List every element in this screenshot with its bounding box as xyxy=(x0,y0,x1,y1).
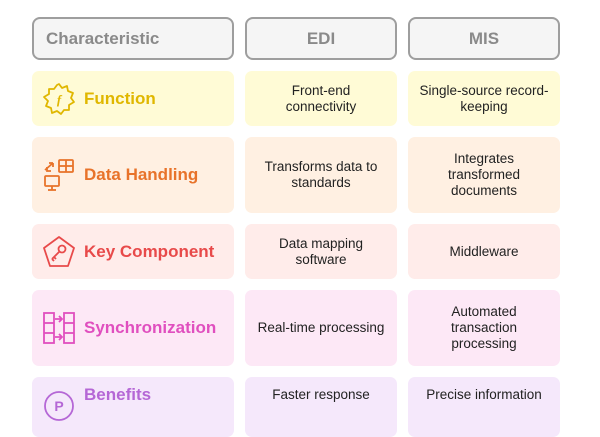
row-label-text: Data Handling xyxy=(84,165,199,184)
row-label-text: Function xyxy=(84,88,156,108)
sync-grid-icon xyxy=(40,309,78,347)
svg-text:f: f xyxy=(57,92,63,107)
edi-data-handling: Transforms data to standards xyxy=(245,137,397,213)
key-pentagon-icon xyxy=(40,233,78,271)
function-gear-icon: f xyxy=(40,80,78,118)
benefits-circle-icon: P xyxy=(40,387,78,425)
row-label-benefits: P Benefits xyxy=(32,377,234,437)
mis-key-component: Middleware xyxy=(408,224,560,279)
row-label-synchronization: Synchronization xyxy=(32,290,234,366)
edi-benefits: Faster response xyxy=(245,377,397,437)
row-label-text: Benefits xyxy=(84,385,152,404)
mis-data-handling: Integrates transformed documents xyxy=(408,137,560,213)
mis-synchronization: Automated transaction processing xyxy=(408,290,560,366)
edi-key-component: Data mapping software xyxy=(245,224,397,279)
svg-text:P: P xyxy=(54,398,63,414)
row-label-text: Synchronization xyxy=(84,318,217,337)
header-characteristic: Characteristic xyxy=(32,17,234,60)
row-label-function: f Function xyxy=(32,71,234,126)
header-mis: MIS xyxy=(408,17,560,60)
edi-synchronization: Real-time processing xyxy=(245,290,397,366)
row-label-text: Key Component xyxy=(84,241,215,261)
data-transfer-icon xyxy=(40,156,78,194)
row-label-data-handling: Data Handling xyxy=(32,137,234,213)
row-label-key-component: Key Component xyxy=(32,224,234,279)
mis-benefits: Precise information xyxy=(408,377,560,437)
header-edi: EDI xyxy=(245,17,397,60)
edi-function: Front-end connectivity xyxy=(245,71,397,126)
mis-function: Single-source record-keeping xyxy=(408,71,560,126)
